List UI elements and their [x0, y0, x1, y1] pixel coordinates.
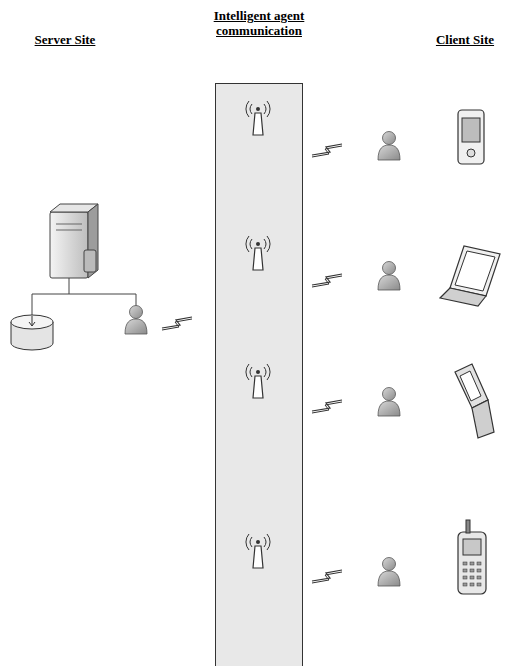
- wireless-link: [312, 570, 342, 583]
- laptop-device: [440, 246, 500, 306]
- wireless-link: [312, 274, 342, 287]
- communication-band: Intelligent agent communication: [199, 8, 319, 666]
- mobile-phone-device: [458, 520, 486, 594]
- database-symbol: [11, 315, 53, 350]
- wireless-link: [312, 400, 342, 413]
- client-agent: [378, 388, 400, 417]
- pda-device: [458, 110, 484, 164]
- antenna-symbol: [246, 534, 270, 568]
- wireless-link: [162, 317, 192, 330]
- flip-phone-device: [455, 364, 494, 438]
- client-agent: [378, 132, 400, 161]
- antenna-symbol: [246, 236, 270, 270]
- wireless-link: [312, 144, 342, 157]
- antenna-symbol: [246, 101, 270, 135]
- client-agent: [378, 262, 400, 291]
- site-heading: Client Site: [410, 32, 513, 47]
- column-heading: Intelligent agent communication: [199, 8, 319, 38]
- band-fill: [215, 83, 303, 666]
- client-agent: [378, 558, 400, 587]
- server-agent: [125, 306, 147, 335]
- antenna-symbol: [246, 364, 270, 398]
- site-heading: Server Site: [10, 32, 120, 47]
- server-computer: [32, 204, 136, 318]
